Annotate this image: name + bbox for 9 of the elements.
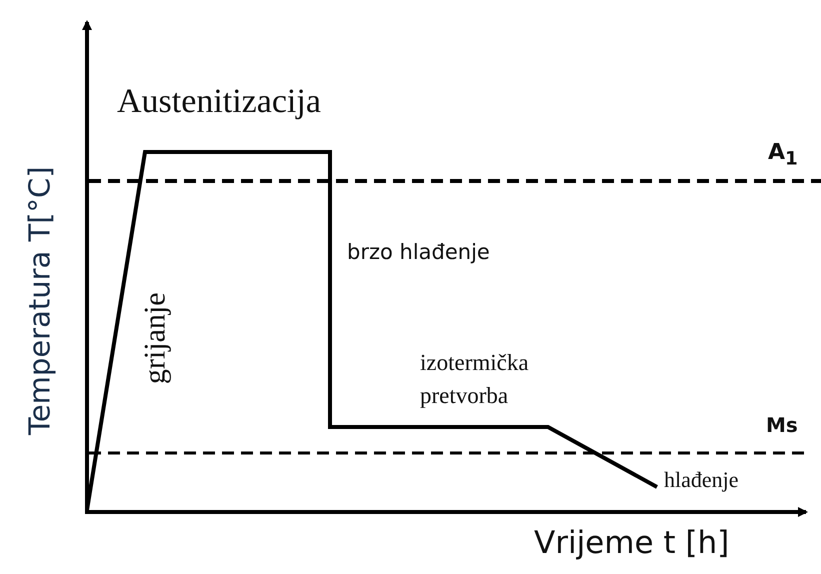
axis-title: Temperatura T[°C] xyxy=(23,166,56,434)
phase-label: brzo hlađenje xyxy=(347,240,490,264)
axis-title: Vrijeme t [h] xyxy=(534,526,730,562)
phase-label: Austenitizacija xyxy=(117,82,321,122)
phase-label: izotermička pretvorba xyxy=(420,349,530,410)
temperature-mark: Ms xyxy=(766,414,798,437)
temperature-mark: A$_{1}$ xyxy=(768,140,798,170)
phase-label: hlađenje xyxy=(664,467,739,492)
phase-label: grijanje xyxy=(138,292,173,384)
